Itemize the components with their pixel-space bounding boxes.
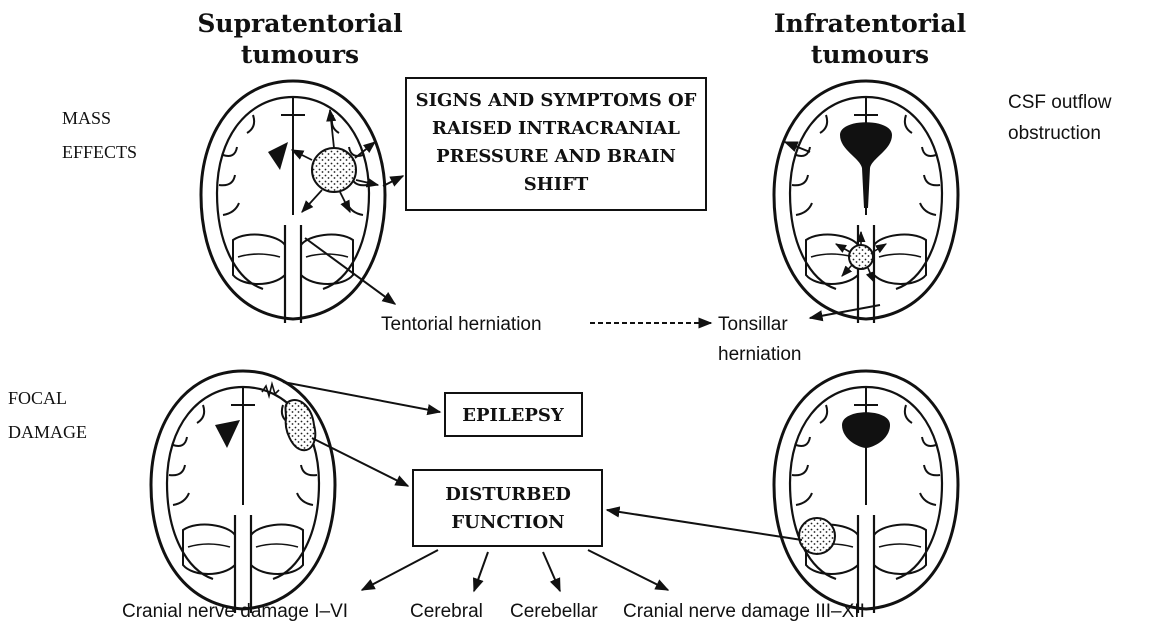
label-mass-effects: MASS bbox=[62, 108, 111, 128]
brain-supratentorial-focal bbox=[151, 371, 335, 613]
arrow-to-cranial-lower bbox=[588, 550, 668, 590]
arrow-infra-focal-to-disturbed bbox=[607, 510, 802, 540]
box-disturbed-function: DISTURBED FUNCTION bbox=[413, 470, 602, 546]
label-csf-outflow-line2: obstruction bbox=[1008, 123, 1101, 144]
heading-supratentorial: Supratentorial bbox=[197, 9, 402, 38]
label-csf-outflow: CSF outflow bbox=[1008, 92, 1112, 113]
box-raised-icp-line1: SIGNS AND SYMPTOMS OF bbox=[416, 90, 697, 111]
brain-infratentorial-focal bbox=[774, 371, 958, 613]
arrow-to-cerebral bbox=[474, 552, 488, 591]
arrow-to-cranial-upper bbox=[362, 550, 438, 590]
brain-infratentorial-mass bbox=[774, 81, 958, 323]
box-raised-icp-line3: PRESSURE AND BRAIN bbox=[436, 146, 676, 167]
label-focal-damage: FOCAL bbox=[8, 388, 67, 408]
box-disturbed-line1: DISTURBED bbox=[445, 484, 571, 505]
outcome-cranial-nerve-upper: Cranial nerve damage I–VI bbox=[122, 601, 348, 622]
heading-infratentorial-line2: tumours bbox=[811, 40, 929, 69]
outcome-cerebellar: Cerebellar bbox=[510, 601, 598, 622]
label-tonsillar-herniation: Tonsillar bbox=[718, 314, 788, 335]
box-raised-icp-line2: RAISED INTRACRANIAL bbox=[432, 118, 680, 139]
box-disturbed-line2: FUNCTION bbox=[451, 512, 564, 533]
box-raised-icp-line4: SHIFT bbox=[524, 174, 589, 195]
box-epilepsy-label: EPILEPSY bbox=[462, 405, 565, 426]
heading-infratentorial: Infratentorial bbox=[774, 9, 966, 38]
box-epilepsy: EPILEPSY bbox=[445, 393, 582, 436]
label-tentorial-herniation: Tentorial herniation bbox=[381, 314, 542, 335]
outcome-cranial-nerve-lower: Cranial nerve damage III–XII bbox=[623, 601, 865, 622]
label-tonsillar-herniation-line2: herniation bbox=[718, 344, 801, 365]
heading-supratentorial-line2: tumours bbox=[241, 40, 359, 69]
arrow-focal-to-disturbed bbox=[312, 438, 408, 486]
arrow-supra-to-icp bbox=[383, 176, 403, 186]
arrow-to-cerebellar bbox=[543, 552, 560, 591]
outcome-cerebral: Cerebral bbox=[410, 601, 483, 622]
box-raised-intracranial-pressure: SIGNS AND SYMPTOMS OF RAISED INTRACRANIA… bbox=[406, 78, 706, 210]
label-mass-effects-line2: EFFECTS bbox=[62, 142, 137, 162]
label-focal-damage-line2: DAMAGE bbox=[8, 422, 87, 442]
brain-supratentorial-mass bbox=[201, 81, 385, 323]
